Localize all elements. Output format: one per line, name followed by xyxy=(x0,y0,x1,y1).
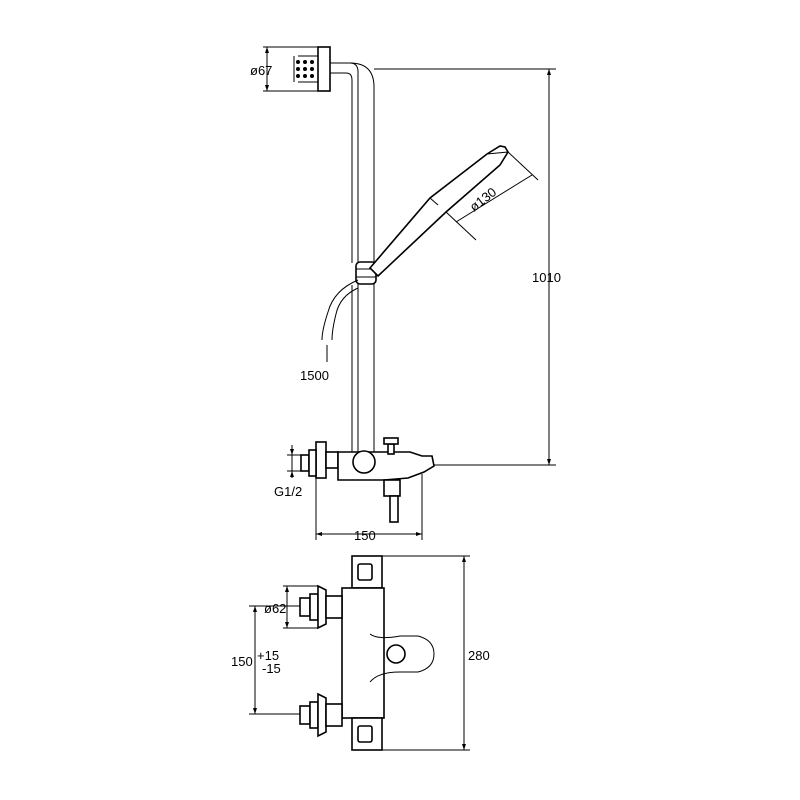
spout-projection-label: 150 xyxy=(354,528,376,543)
inlet-spacing-tol-minus: -15 xyxy=(262,661,281,676)
mixer-height-dimension xyxy=(382,555,470,751)
total-height-dimension xyxy=(374,68,556,466)
inlet-spacing-tol-plus: +15 xyxy=(257,648,279,663)
rose-diameter-dimension xyxy=(263,46,318,92)
lower-inlet xyxy=(299,692,343,738)
shower-rail xyxy=(330,62,375,455)
mixer-front-body xyxy=(341,555,435,751)
inlet-spacing-dimension xyxy=(249,605,300,715)
rose-diameter-label: ø67 xyxy=(250,63,272,78)
inlet-spacing-label: 150 xyxy=(231,654,253,669)
handshower-diameter-dimension xyxy=(445,151,539,241)
mixer-height-label: 280 xyxy=(468,648,490,663)
total-height-label: 1010 xyxy=(532,270,561,285)
hand-shower xyxy=(368,145,509,278)
spout-projection-dimension xyxy=(315,474,423,540)
inlet-thread-dimension xyxy=(287,445,301,478)
front-view: ø62 150 +15 -15 280 xyxy=(231,555,490,751)
upper-inlet xyxy=(299,584,343,630)
side-view: ø67 ø130 xyxy=(250,46,561,543)
shower-hose xyxy=(321,279,359,341)
hose-length-label: 1500 xyxy=(300,368,329,383)
inlet-diameter-dimension xyxy=(283,585,318,629)
overhead-rose xyxy=(293,46,331,92)
inlet-thread-label: G1/2 xyxy=(274,484,302,499)
rose-nozzles-icon xyxy=(296,60,314,78)
inlet-diameter-label: ø62 xyxy=(264,601,286,616)
mixer-side-body xyxy=(300,437,435,523)
